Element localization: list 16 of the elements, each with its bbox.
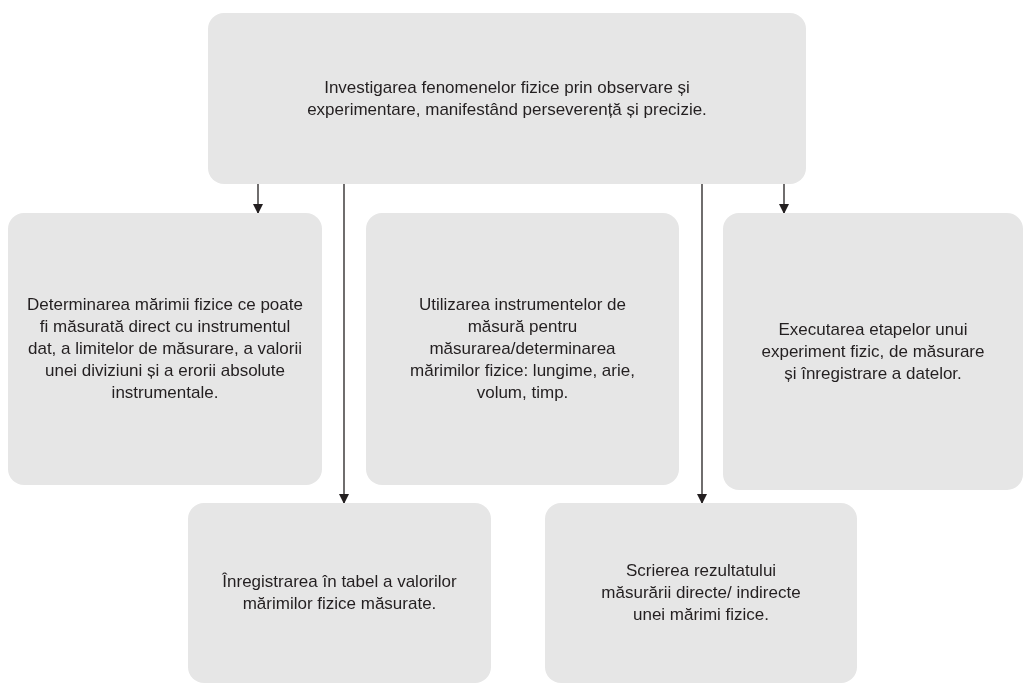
arrow <box>697 183 707 504</box>
arrow <box>253 183 263 214</box>
text-box <box>545 503 857 683</box>
box-text: Înregistrarea în tabel a valorilor mărimilor fizice măsurate. <box>221 571 458 615</box>
arrow <box>779 183 789 214</box>
text-box <box>723 213 1023 490</box>
arrow <box>339 183 349 504</box>
box-text: Utilizarea instrumentelor de măsură pentru măsurarea/determinarea mărimilor fizice: lungime, arie, volum, timp. <box>409 294 636 404</box>
text-box <box>208 13 806 184</box>
box-text: Scrierea rezultatului măsurării directe/ indirecte unei mărimi fizice. <box>600 560 802 626</box>
text-box <box>366 213 679 485</box>
text-box <box>188 503 491 683</box>
box-text: Investigarea fenomenelor fizice prin observare și experimentare, manifestând perseverență și precizie. <box>307 76 707 121</box>
box-text: Determinarea mărimii fizice ce poate fi măsurată direct cu instrumentul dat, a limitelor de măsurare, a valorii unei diviziuni și a erorii absolute instrumentale. <box>26 294 304 404</box>
box-text: Executarea etapelor unui experiment fizic, de măsurare și înregistrare a datelor. <box>760 318 986 385</box>
text-box <box>8 213 322 485</box>
